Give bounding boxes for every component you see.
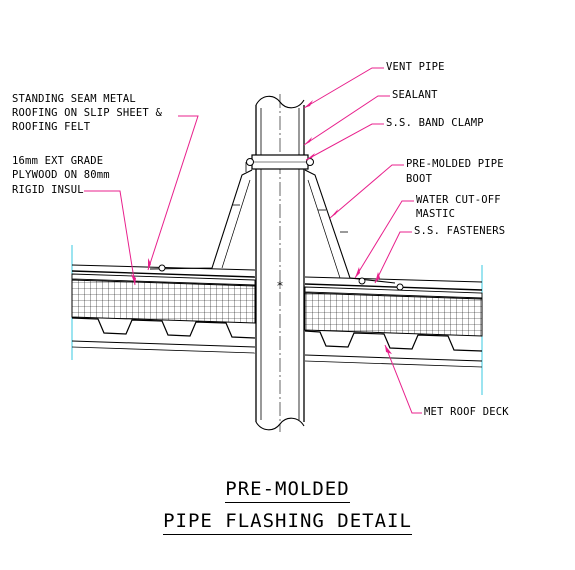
fastener-left [158, 264, 166, 272]
boot-inner-right [307, 179, 341, 279]
ceiling-line-right-2 [304, 360, 483, 368]
pipe-bottom-break [255, 417, 305, 431]
leader-boot [329, 164, 404, 219]
pipe-center-mark: * [276, 279, 283, 293]
leader-mastic [354, 200, 414, 279]
label-insul-line2: PLYWOOD ON 80mm [12, 169, 110, 181]
arrow-band-clamp [306, 153, 315, 160]
label-deck: MET ROOF DECK [424, 406, 509, 418]
boot-left-flank [149, 169, 253, 270]
title-line-1: PRE-MOLDED [0, 478, 575, 503]
boot-right-flank [304, 169, 396, 284]
label-boot-line2: BOOT [406, 173, 433, 185]
arrow-insul [131, 274, 136, 285]
metal-roofing-line-right [304, 283, 483, 291]
fastener-right-2 [396, 283, 404, 291]
rigid-insulation-right [304, 292, 483, 337]
leader-arrowheads [131, 100, 392, 354]
fastener-right-1 [358, 277, 366, 285]
label-mastic-line1: WATER CUT-OFF [416, 194, 501, 206]
ceiling-line-right [304, 354, 483, 362]
arrow-deck [385, 345, 392, 354]
boot-inner-left [221, 179, 251, 269]
label-roofing-line3: ROOFING FELT [12, 121, 91, 133]
label-fasteners: S.S. FASTENERS [414, 225, 506, 237]
plywood-layer-right [304, 286, 483, 299]
pipe-top-break [255, 95, 305, 109]
ceiling-line-left [71, 340, 256, 348]
title-line-1-text: PRE-MOLDED [225, 478, 350, 503]
leader-vent-pipe [303, 67, 384, 109]
rigid-insulation-left [71, 279, 256, 324]
ceiling-line-left-2 [71, 346, 256, 354]
label-sealant: SEALANT [392, 89, 438, 101]
clamp-screw-left [246, 158, 254, 166]
leader-lines [84, 67, 422, 414]
label-mastic-line2: MASTIC [416, 208, 456, 220]
metal-deck-left [71, 317, 256, 339]
title-line-2-text: PIPE FLASHING DETAIL [163, 510, 412, 535]
leader-fasteners [374, 231, 412, 284]
arrow-sealant [304, 137, 312, 145]
label-boot-line1: PRE-MOLDED PIPE [406, 158, 504, 170]
label-roofing-line2: ROOFING ON SLIP SHEET & [12, 107, 162, 119]
vent-pipe: * [255, 94, 305, 432]
title-line-2: PIPE FLASHING DETAIL [0, 510, 575, 535]
leader-roofing [147, 115, 199, 271]
metal-deck-right [304, 330, 483, 352]
label-band-clamp: S.S. BAND CLAMP [386, 117, 484, 129]
arrow-roofing [148, 258, 151, 270]
roof-assembly-right [304, 276, 483, 368]
label-roofing-line1: STANDING SEAM METAL [12, 93, 136, 105]
arrow-fasteners [375, 272, 380, 283]
label-insul-line1: 16mm EXT GRADE [12, 155, 104, 167]
label-insul-line3: RIGID INSUL [12, 184, 84, 196]
metal-roofing-line [71, 270, 256, 278]
fasteners [158, 264, 404, 291]
roof-assembly-left [71, 264, 256, 354]
arrow-boot [330, 209, 338, 218]
plywood-layer [71, 273, 256, 286]
leader-band-clamp [305, 123, 384, 161]
arrow-mastic [355, 267, 360, 278]
pipe-boot [149, 169, 396, 284]
leader-deck [384, 344, 422, 414]
band-clamp [245, 154, 314, 172]
leader-sealant [303, 95, 390, 146]
leader-insul [84, 190, 136, 286]
roofing-felt-line-right [304, 276, 483, 283]
label-vent-pipe: VENT PIPE [386, 61, 445, 73]
arrow-vent-pipe [304, 100, 313, 108]
